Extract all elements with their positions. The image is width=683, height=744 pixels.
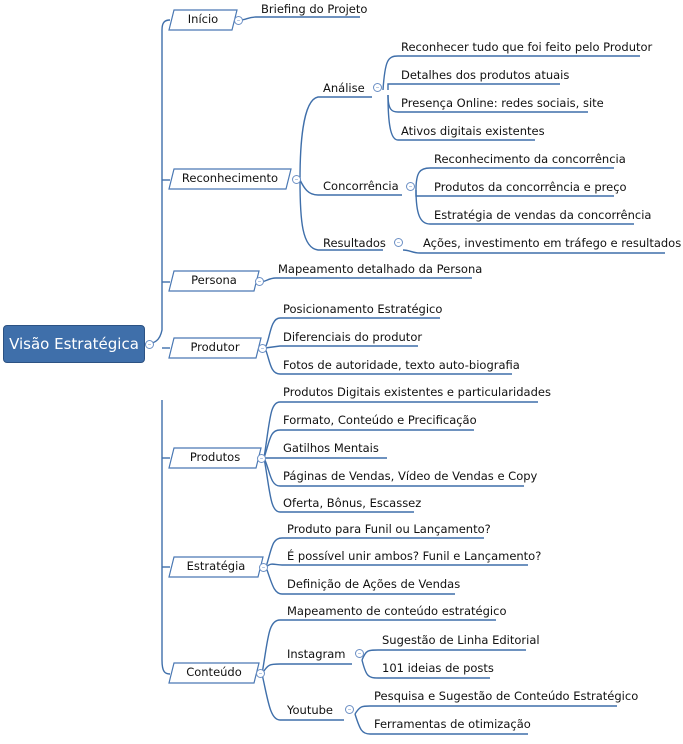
branch-label: Estratégia (186, 559, 246, 573)
subbranch-instagram[interactable]: Instagram (287, 647, 346, 661)
collapse-toggle-icon[interactable]: – (292, 175, 301, 184)
leaf-produtor-2[interactable]: Diferenciais do produtor (283, 330, 423, 344)
leaf-analise-2[interactable]: Detalhes dos produtos atuais (401, 68, 570, 82)
leaf-analise-4[interactable]: Ativos digitais existentes (401, 124, 545, 138)
branch-label: Início (187, 12, 219, 26)
collapse-toggle-icon[interactable]: – (258, 344, 267, 353)
branch-inicio[interactable]: Início (168, 9, 238, 31)
subbranch-youtube[interactable]: Youtube (287, 703, 333, 717)
branch-shape (168, 447, 262, 469)
leaf-resultados-1[interactable]: Ações, investimento em tráfego e resulta… (423, 236, 682, 250)
leaf-concorrencia-2[interactable]: Produtos da concorrência e preço (434, 180, 627, 194)
collapse-toggle-icon[interactable]: – (234, 16, 243, 25)
collapse-toggle-icon[interactable]: – (345, 705, 354, 714)
leaf-estrategia-2[interactable]: É possível unir ambos? Funil e Lançament… (287, 549, 542, 563)
collapse-toggle-icon[interactable]: – (394, 238, 403, 247)
subbranch-resultados[interactable]: Resultados (323, 236, 386, 250)
root-node[interactable]: Visão Estratégica (3, 325, 145, 363)
collapse-toggle-icon[interactable]: – (373, 83, 382, 92)
branch-label: Produtor (190, 340, 240, 354)
branch-conteudo[interactable]: Conteúdo (168, 662, 260, 684)
leaf-produtor-1[interactable]: Posicionamento Estratégico (283, 302, 443, 316)
branch-shape (168, 662, 260, 684)
collapse-toggle-icon[interactable]: – (406, 182, 415, 191)
root-label: Visão Estratégica (9, 335, 139, 353)
leaf-persona-1[interactable]: Mapeamento detalhado da Persona (278, 262, 483, 276)
leaf-estrategia-1[interactable]: Produto para Funil ou Lançamento? (287, 522, 491, 536)
leaf-analise-3[interactable]: Presença Online: redes sociais, site (401, 96, 604, 110)
branch-shape (168, 168, 292, 190)
leaf-produtos-4[interactable]: Páginas de Vendas, Vídeo de Vendas e Cop… (283, 469, 538, 483)
leaf-conteudo-1[interactable]: Mapeamento de conteúdo estratégico (287, 604, 507, 618)
branch-produtos[interactable]: Produtos (168, 447, 262, 469)
branch-label: Conteúdo (186, 665, 242, 679)
leaf-produtos-3[interactable]: Gatilhos Mentais (283, 441, 379, 455)
subbranch-concorrencia[interactable]: Concorrência (323, 179, 399, 193)
leaf-youtube-2[interactable]: Ferramentas de otimização (374, 717, 531, 731)
leaf-instagram-2[interactable]: 101 ideias de posts (382, 661, 494, 675)
branch-reconhecimento[interactable]: Reconhecimento (168, 168, 292, 190)
branch-label: Reconhecimento (181, 171, 279, 185)
collapse-toggle-icon[interactable]: – (257, 454, 266, 463)
branch-shape (168, 270, 260, 292)
collapse-toggle-icon[interactable]: – (259, 563, 268, 572)
leaf-instagram-1[interactable]: Sugestão de Linha Editorial (382, 633, 540, 647)
collapse-toggle-icon[interactable]: – (256, 669, 265, 678)
branch-estrategia[interactable]: Estratégia (168, 556, 264, 578)
leaf-concorrencia-3[interactable]: Estratégia de vendas da concorrência (434, 208, 652, 222)
leaf-produtos-5[interactable]: Oferta, Bônus, Escassez (283, 496, 422, 510)
leaf-concorrencia-1[interactable]: Reconhecimento da concorrência (434, 152, 626, 166)
leaf-youtube-1[interactable]: Pesquisa e Sugestão de Conteúdo Estratég… (374, 689, 639, 703)
branch-shape (168, 9, 238, 31)
collapse-toggle-icon[interactable]: – (355, 649, 364, 658)
branch-label: Produtos (189, 450, 241, 464)
leaf-produtos-1[interactable]: Produtos Digitais existentes e particula… (283, 385, 551, 399)
branch-persona[interactable]: Persona (168, 270, 260, 292)
collapse-toggle-icon[interactable]: – (255, 277, 264, 286)
leaf-produtos-2[interactable]: Formato, Conteúdo e Precificação (283, 413, 477, 427)
branch-shape (168, 556, 264, 578)
leaf-estrategia-3[interactable]: Definição de Ações de Vendas (287, 577, 461, 591)
subbranch-analise[interactable]: Análise (323, 81, 365, 95)
leaf-briefing[interactable]: Briefing do Projeto (261, 2, 368, 16)
leaf-analise-1[interactable]: Reconhecer tudo que foi feito pelo Produ… (401, 40, 653, 54)
branch-shape (168, 337, 262, 359)
branch-label: Persona (191, 273, 237, 287)
leaf-produtor-3[interactable]: Fotos de autoridade, texto auto-biografi… (283, 358, 520, 372)
collapse-toggle-icon[interactable]: – (145, 340, 154, 349)
branch-produtor[interactable]: Produtor (168, 337, 262, 359)
